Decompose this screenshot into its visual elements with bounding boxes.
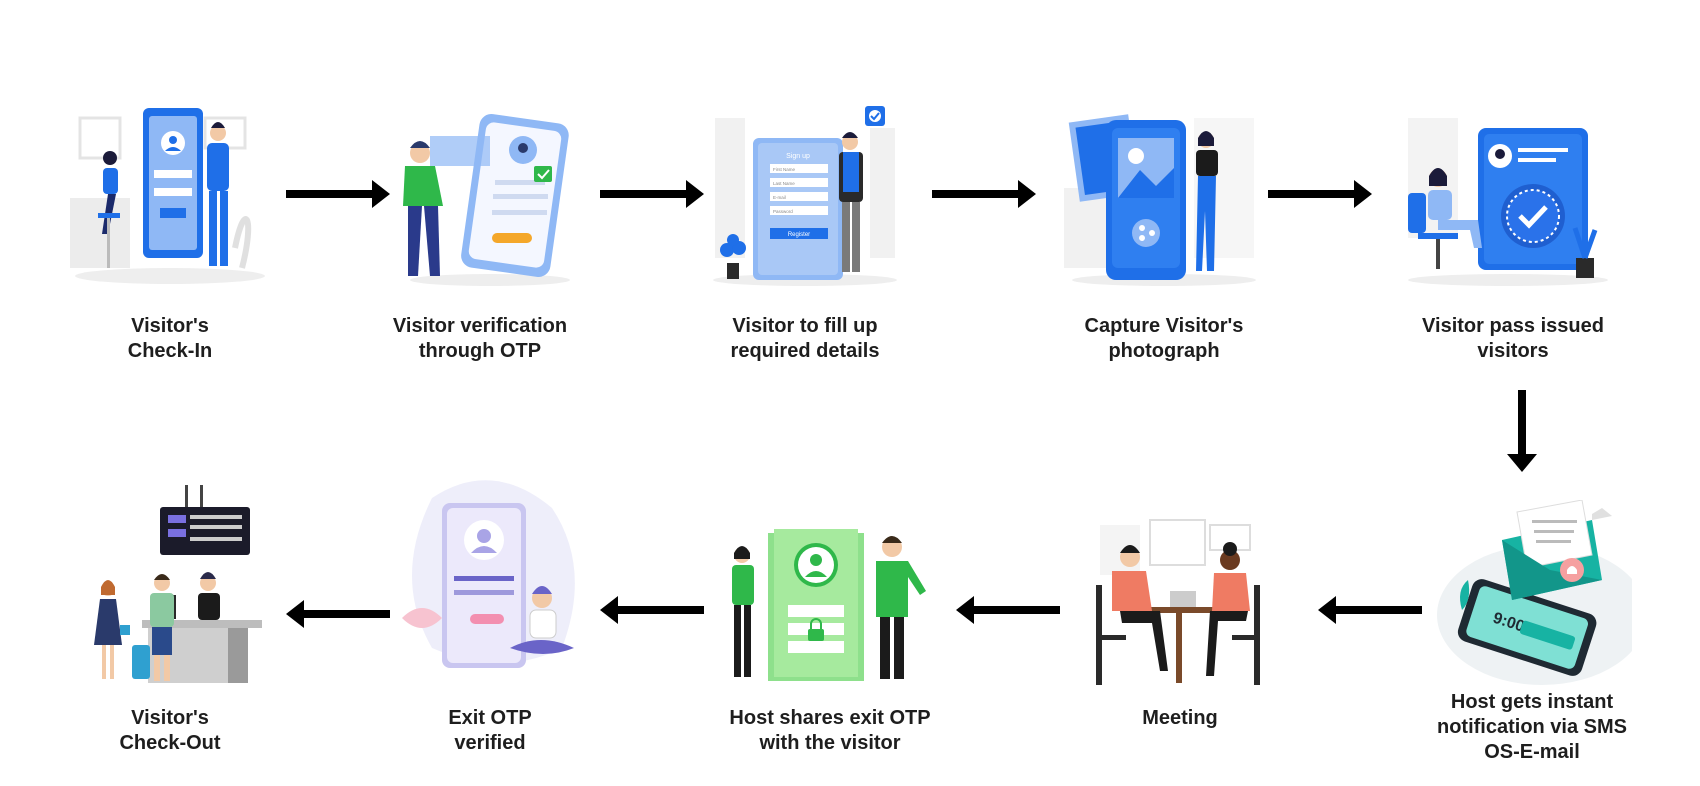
step-otp — [380, 98, 580, 298]
visitor-pass-illustration-icon — [1408, 118, 1608, 286]
checkout-desk-illustration-icon — [94, 485, 262, 683]
arrow-right-2 — [600, 180, 704, 208]
arrow-right-4 — [1268, 180, 1372, 208]
meeting-illustration-icon — [1096, 519, 1260, 685]
step-photo — [1064, 98, 1264, 298]
step-details: Sign up First Name Last Name E-mail Pass… — [705, 98, 905, 298]
svg-text:E-mail: E-mail — [773, 195, 786, 200]
svg-text:Last Name: Last Name — [773, 181, 795, 186]
share-otp-illustration-icon — [732, 529, 926, 681]
arrow-left-3 — [600, 596, 704, 624]
arrow-left-2 — [956, 596, 1060, 624]
svg-text:Password: Password — [773, 209, 793, 214]
step-checkin — [70, 98, 270, 298]
exit-otp-illustration-icon — [402, 480, 575, 668]
arrow-left-1 — [1318, 596, 1422, 624]
step-label-meeting: Meeting — [1142, 707, 1218, 729]
arrow-down — [1507, 390, 1537, 472]
otp-phone-illustration-icon — [403, 114, 570, 286]
arrow-right-1 — [286, 180, 390, 208]
arrow-left-4 — [286, 600, 390, 628]
step-checkout — [80, 485, 280, 685]
arrow-right-3 — [932, 180, 1036, 208]
svg-text:Sign up: Sign up — [786, 153, 810, 160]
step-exitotp — [392, 478, 592, 678]
step-pass — [1398, 98, 1618, 298]
step-notify: 9:00 — [1432, 500, 1632, 685]
photo-capture-illustration-icon — [1064, 114, 1256, 286]
notification-phone-illustration-icon: 9:00 — [1437, 500, 1632, 685]
checkin-illustration-icon — [70, 98, 270, 298]
svg-text:First Name: First Name — [773, 167, 795, 172]
svg-text:Register: Register — [788, 232, 810, 238]
step-meeting — [1090, 515, 1270, 690]
signup-form-illustration-icon: Sign up First Name Last Name E-mail Pass… — [713, 106, 897, 286]
step-share — [720, 525, 940, 685]
